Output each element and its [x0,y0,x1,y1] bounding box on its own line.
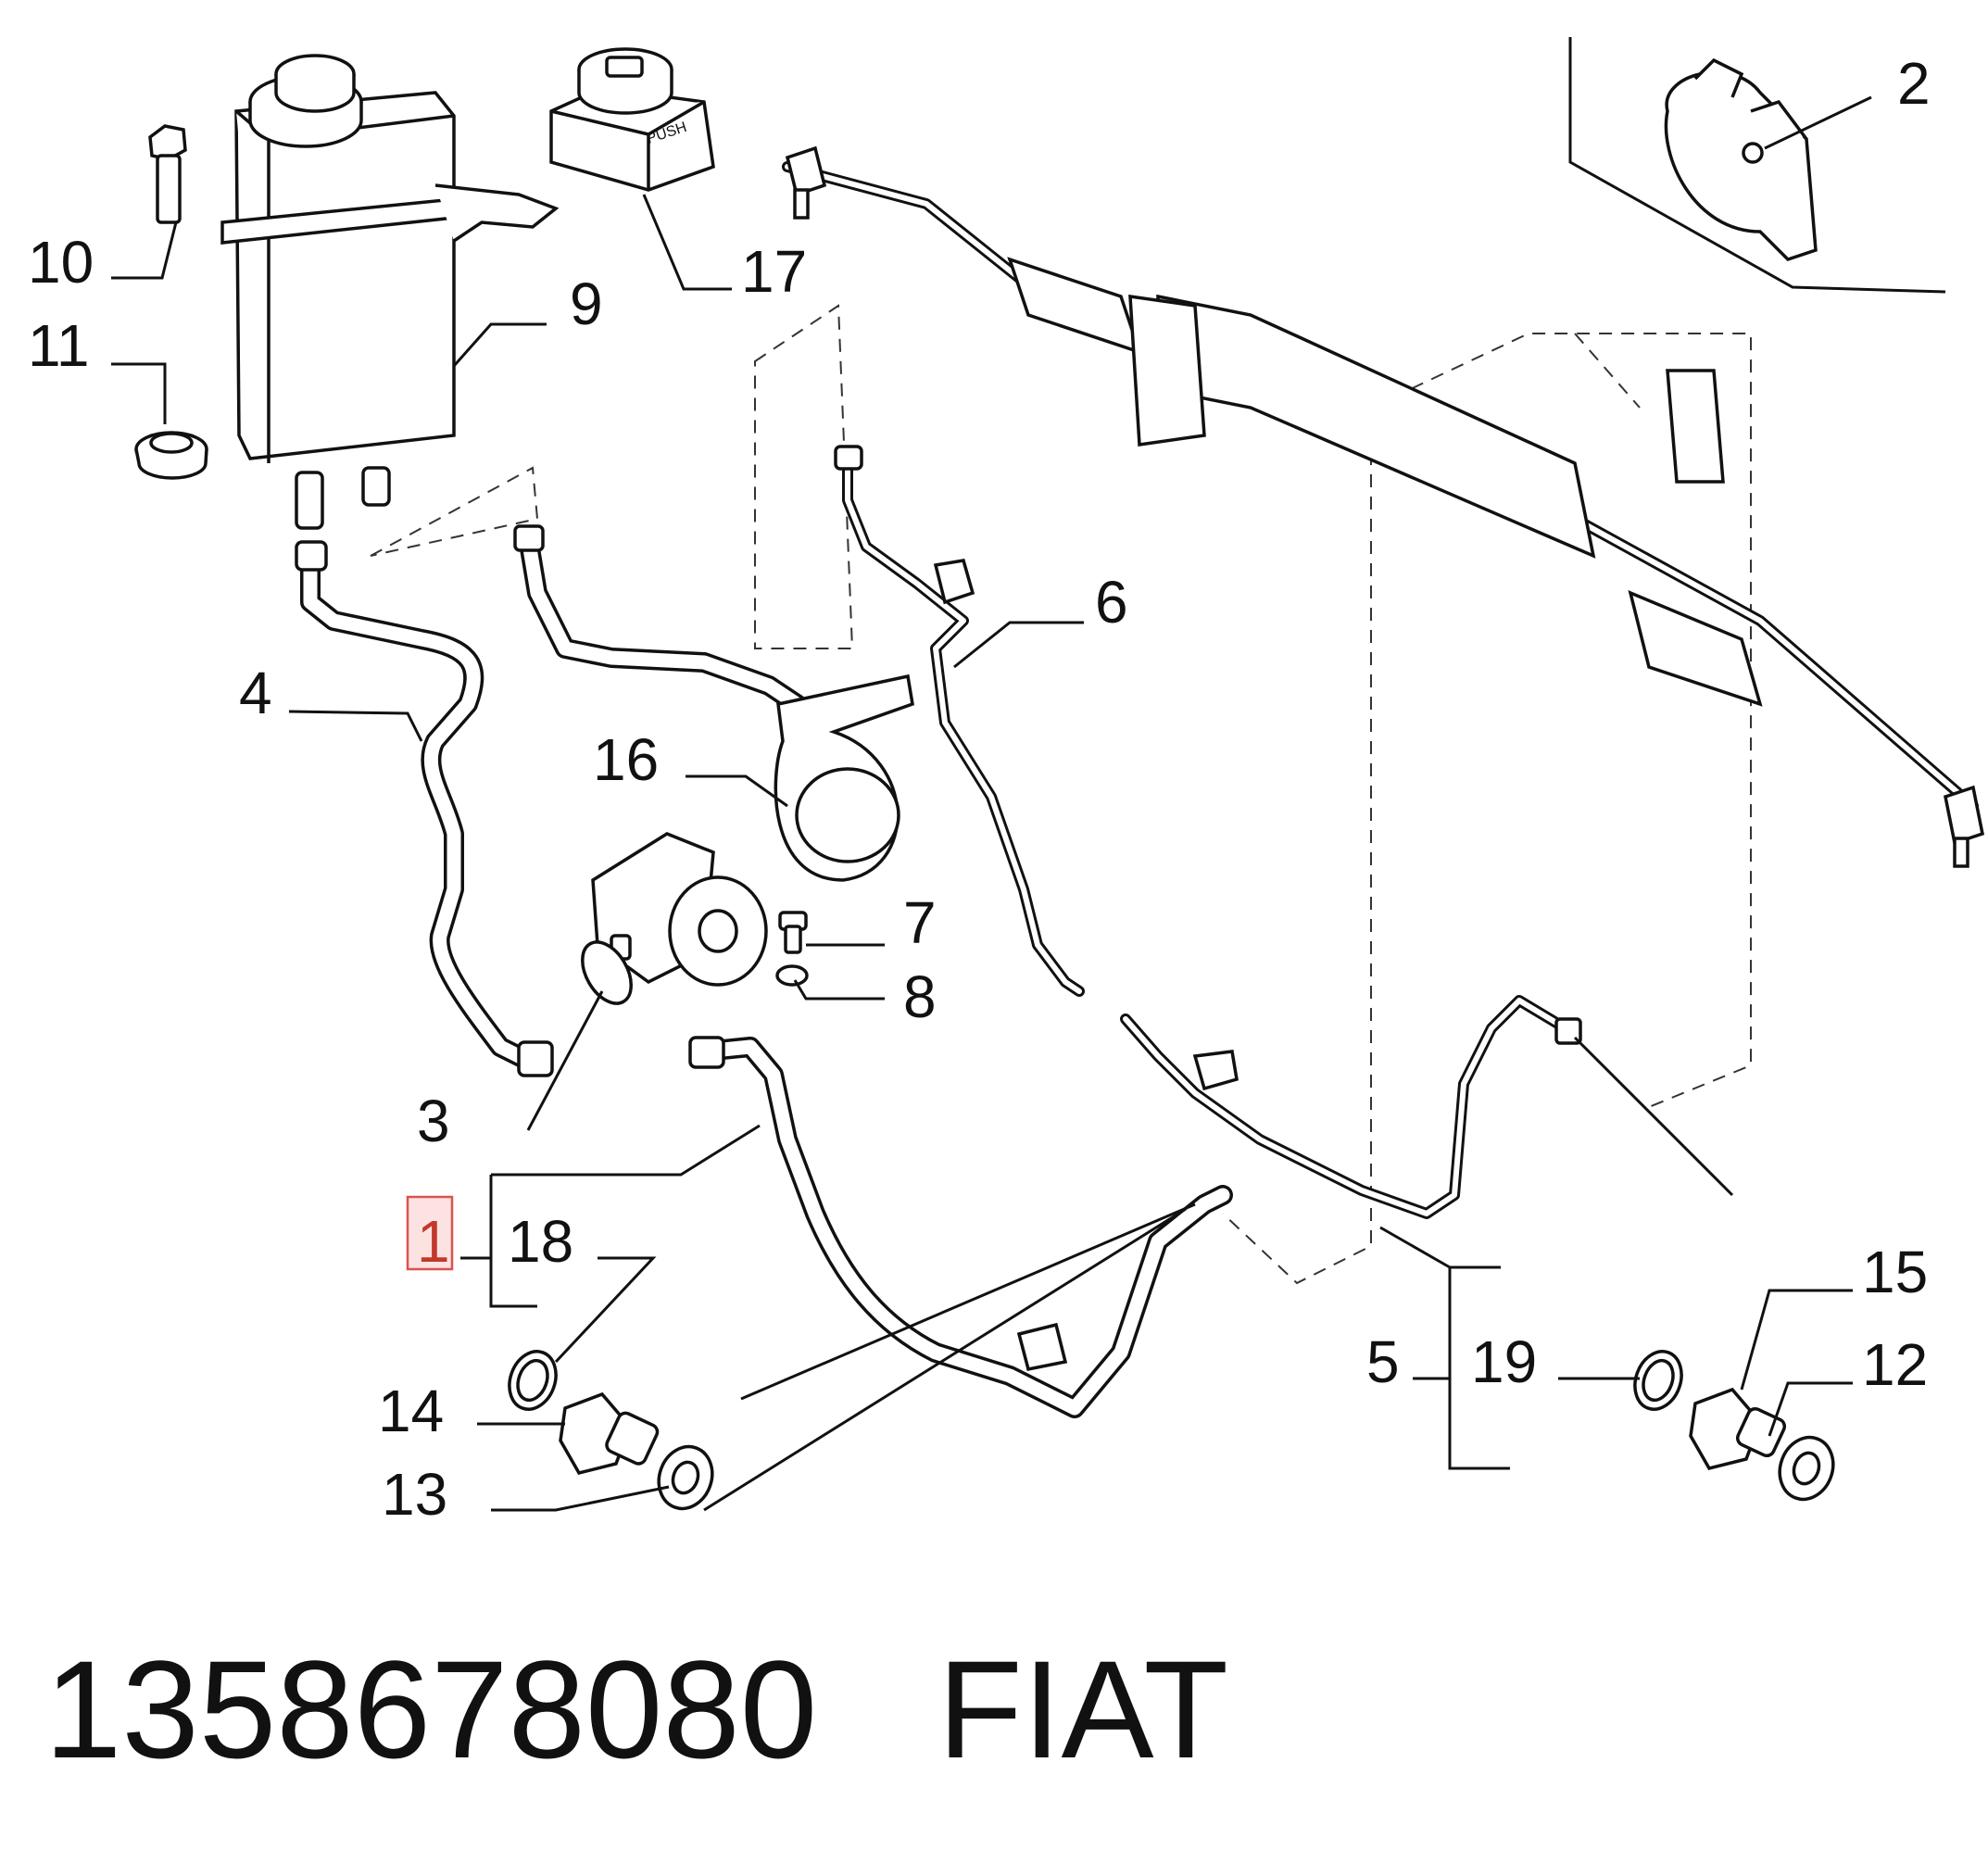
dashed-group-lines [370,304,1752,1285]
callout-5[interactable]: 5 [1366,1328,1400,1395]
callout-4[interactable]: 4 [239,660,272,726]
callout-15[interactable]: 15 [1862,1239,1928,1305]
footer-caption: 1358678080 FIAT [44,1630,1228,1788]
callout-7[interactable]: 7 [903,889,937,956]
parts-diagram: PUSH [28,37,1985,1528]
pump [591,832,768,987]
washer-8 [775,964,809,987]
pipe-6 [834,445,1085,997]
suction-hose-16 [513,524,914,882]
clamp-2 [1664,57,1818,262]
callout-11[interactable]: 11 [28,312,89,379]
callout-17[interactable]: 17 [741,238,807,305]
bolt-7 [778,911,808,954]
steering-rack [782,145,1985,868]
callout-6[interactable]: 6 [1095,569,1128,636]
reservoir-tank [220,54,560,530]
callout-1-highlight-box [406,1195,454,1271]
o-ring-18 [508,1350,558,1411]
callout-8[interactable]: 8 [903,963,937,1030]
callout-14[interactable]: 14 [378,1378,444,1444]
callout-1[interactable]: 1 [417,1208,450,1275]
leader-lines [111,37,1946,1512]
brand-name: FIAT [937,1631,1229,1787]
washer-12 [1778,1435,1835,1502]
callout-10[interactable]: 10 [28,229,94,296]
fitting-15 [1689,1387,1787,1471]
callout-2[interactable]: 2 [1897,50,1931,117]
reservoir-cap: PUSH [549,47,715,192]
return-hose-4 [295,540,554,1077]
callout-16[interactable]: 16 [593,726,659,793]
callout-9[interactable]: 9 [570,271,603,337]
pressure-hose-1 [688,1036,1233,1418]
bolt-10 [148,124,187,224]
callout-3[interactable]: 3 [417,1088,450,1154]
part-number: 1358678080 [44,1631,818,1787]
pipe-5 [1120,995,1582,1219]
callout-13[interactable]: 13 [382,1461,447,1528]
hose-clip-3 [581,940,633,1005]
callout-19[interactable]: 19 [1471,1328,1537,1395]
fitting-14 [559,1391,660,1476]
o-ring-19 [1633,1350,1683,1411]
grommet-11 [134,431,208,480]
washer-13 [657,1444,714,1511]
callout-12[interactable]: 12 [1862,1331,1928,1398]
callout-18[interactable]: 18 [508,1208,573,1275]
callout-labels: 1 2 3 4 5 6 7 8 9 10 11 12 13 14 15 16 1… [28,50,1931,1528]
